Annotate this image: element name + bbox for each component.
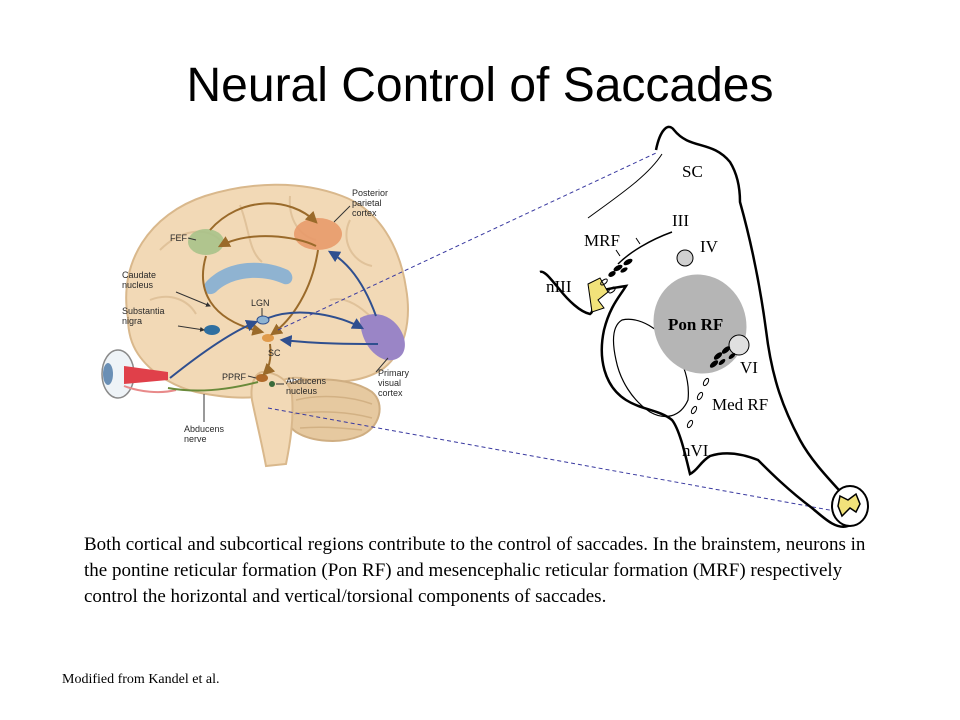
caudate-region	[203, 262, 293, 295]
label-posterior-parietal: Posterior parietal cortex	[352, 188, 391, 218]
eye-icon	[101, 349, 177, 399]
brainstem-shape	[250, 370, 294, 468]
label-caudate: Caudate nucleus	[122, 270, 159, 290]
mrf-cluster	[608, 258, 633, 277]
caption-text: Both cortical and subcortical regions co…	[84, 534, 866, 607]
leader-lines	[175, 205, 389, 422]
visual-cortex-region	[360, 314, 405, 361]
lgn-region	[256, 315, 270, 325]
brainstem-section: SC III MRF IV nIII Pon RF VI Med RF nVI	[539, 125, 869, 529]
bs-label-med-rf: Med RF	[712, 395, 768, 414]
vi-cluster	[709, 346, 736, 368]
iv-nucleus	[676, 249, 694, 267]
parietal-region	[294, 218, 342, 250]
bs-label-mrf: MRF	[584, 231, 620, 250]
abducens-nucleus-region	[269, 381, 275, 387]
credit-text: Modified from Kandel et al.	[62, 672, 220, 687]
brain-illustration: Posterior parietal cortex FEF Caudate nu…	[101, 183, 412, 468]
bs-label-nvi: nVI	[682, 441, 709, 460]
label-abducens-nerve: Abducens nerve	[184, 424, 227, 444]
spinal-cord-icon	[831, 485, 869, 527]
niii-nerve	[587, 277, 609, 313]
label-sc: SC	[268, 348, 281, 358]
sc-region	[262, 334, 274, 342]
label-lgn: LGN	[251, 298, 270, 308]
bs-label-niii: nIII	[546, 277, 572, 296]
edge-curve	[587, 153, 663, 219]
niii-fibres	[600, 278, 616, 294]
label-substantia: Substantia nigra	[122, 306, 167, 326]
bs-label-vi: VI	[740, 358, 758, 377]
bs-label-iv: IV	[700, 237, 719, 256]
pon-rf-region	[653, 274, 747, 374]
bs-label-iii: III	[672, 211, 689, 230]
pathways	[167, 202, 379, 392]
substantia-region	[204, 325, 220, 335]
label-abducens-nucleus: Abducens nucleus	[286, 376, 329, 396]
pprf-region	[256, 374, 268, 382]
slide-title: Neural Control of Saccades	[186, 59, 774, 112]
label-primary-visual: Primary visual cortex	[378, 368, 412, 398]
nvi-fibres	[686, 377, 710, 429]
bs-label-sc: SC	[682, 162, 703, 181]
bs-label-pon-rf: Pon RF	[668, 315, 723, 334]
fef-region	[188, 229, 224, 255]
label-fef: FEF	[170, 233, 188, 243]
vi-nucleus	[728, 334, 750, 356]
label-pprf: PPRF	[222, 372, 247, 382]
